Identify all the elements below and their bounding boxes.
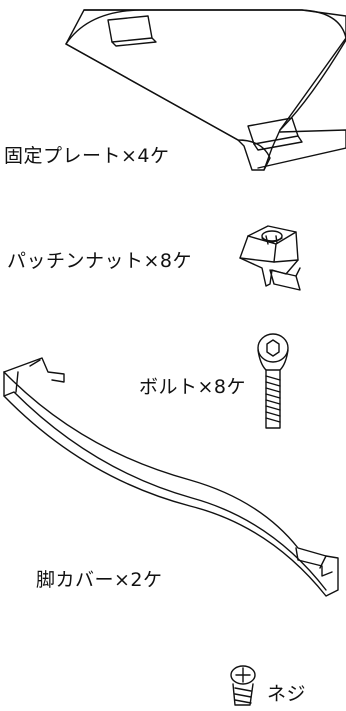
- bolt-label: ボルト×8ケ: [139, 376, 247, 398]
- leg-cover-illustration: [3, 357, 339, 597]
- leg-cover-label: 脚カバー×2ケ: [36, 569, 163, 591]
- cage-nut-illustration: [239, 225, 301, 291]
- screw-label: ネジ: [267, 683, 307, 705]
- cage-nut-label: パッチンナット×8ケ: [7, 250, 193, 272]
- mounting-plate-illustration: [65, 9, 346, 171]
- phillips-screw-illustration: [230, 665, 256, 706]
- mounting-plate-label: 固定プレート×4ケ: [4, 145, 170, 167]
- hex-socket-bolt-illustration: [257, 333, 289, 429]
